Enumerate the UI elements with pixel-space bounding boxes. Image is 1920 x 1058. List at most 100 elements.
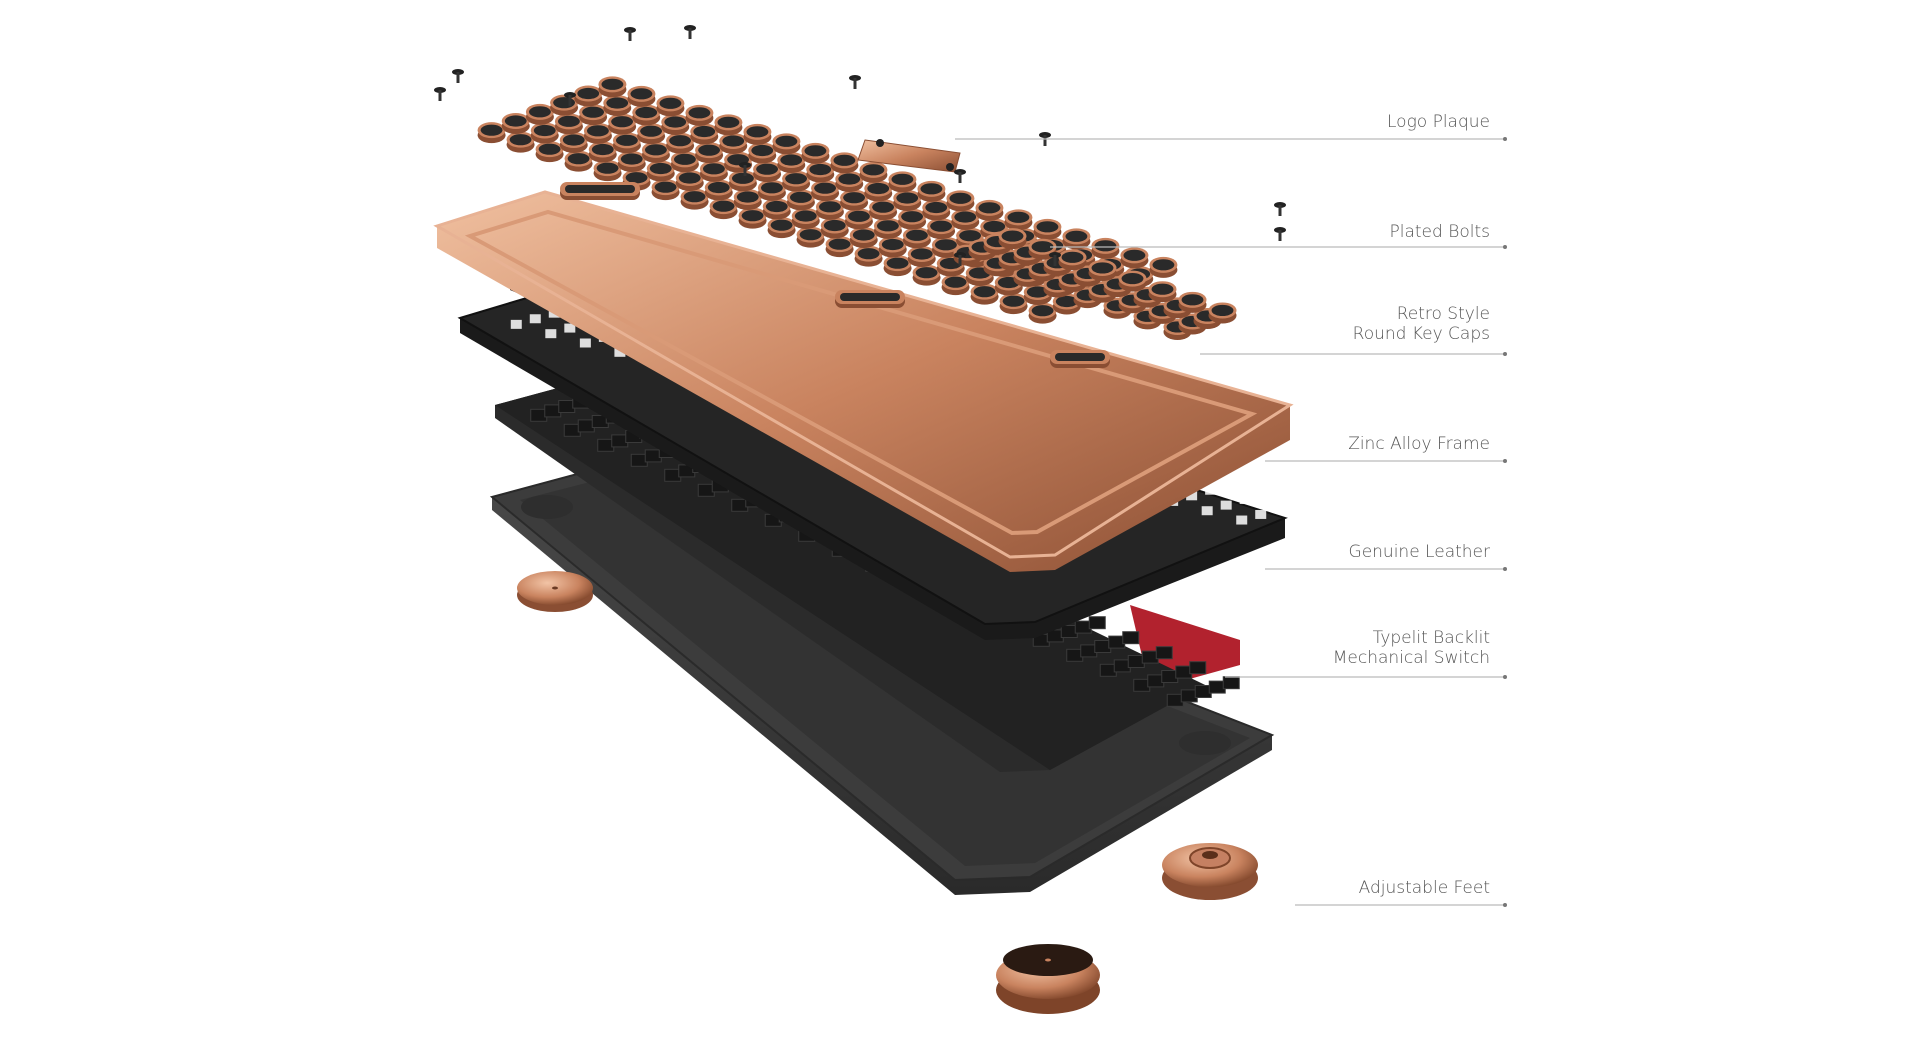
leather-hole: [564, 323, 576, 333]
keycap: [661, 114, 690, 135]
keycap: [1052, 293, 1081, 315]
keycap: [579, 104, 608, 126]
keycap: [825, 236, 854, 258]
keycap: [598, 76, 627, 98]
bolt: [1274, 227, 1286, 241]
keycap: [917, 180, 946, 202]
keycap: [786, 189, 815, 211]
keycap: [767, 217, 796, 239]
keycap: [840, 189, 869, 211]
keycap: [608, 113, 637, 135]
keycap: [666, 132, 695, 154]
keycap: [748, 142, 777, 164]
keycap: [956, 227, 985, 249]
keycap: [820, 217, 849, 239]
bolt: [954, 252, 966, 266]
keycap: [627, 85, 656, 107]
leather-hole: [1274, 504, 1286, 514]
keycap: [801, 142, 830, 164]
bolt: [624, 27, 636, 41]
keycap: [477, 122, 506, 144]
keycap: [574, 85, 603, 107]
keycap: [724, 151, 753, 173]
keycap: [772, 133, 801, 155]
plate-hole: [1312, 442, 1330, 453]
plate-hole: [1299, 428, 1316, 439]
keycap: [550, 94, 579, 116]
leather-hole: [545, 329, 557, 339]
keycap: [907, 246, 936, 267]
bolt: [434, 87, 446, 101]
keycap: [849, 227, 878, 248]
switch: [1155, 646, 1173, 660]
keycap: [1088, 259, 1117, 281]
leather-hole: [1239, 495, 1251, 505]
keycap: [738, 207, 767, 229]
retro-style-round-key-caps-line-1: Retro Style: [1396, 304, 1490, 324]
keycap: [757, 179, 786, 201]
leather-hole: [1258, 489, 1270, 499]
plated-bolts-line-1: Plated Bolts: [1389, 222, 1491, 242]
keycap: [777, 152, 806, 173]
keycap: [951, 209, 980, 230]
keycap: [612, 132, 641, 154]
label-zinc-alloy-frame: Zinc Alloy Frame: [1348, 434, 1490, 454]
leather-hole: [1236, 515, 1248, 525]
bolt: [1049, 252, 1061, 266]
keycap: [806, 161, 835, 183]
bolt: [849, 75, 861, 89]
bolt: [739, 162, 751, 176]
keycap: [864, 180, 893, 202]
keycap: [743, 123, 772, 145]
keycap: [617, 151, 646, 172]
keycap: [946, 190, 975, 212]
leather-hole: [1277, 483, 1289, 493]
leather-hole: [1201, 506, 1213, 516]
keycap: [873, 217, 902, 239]
keycap: [1149, 256, 1178, 278]
leather-hole: [1243, 474, 1255, 484]
leather-hole: [1220, 500, 1232, 510]
leather-hole: [579, 338, 591, 348]
keycap-long: [835, 290, 905, 308]
keycap: [646, 160, 675, 182]
leader-lines: [955, 138, 1505, 906]
keycap: [811, 180, 840, 202]
keycap: [922, 199, 951, 221]
adjustable-feet-line-1: Adjustable Feet: [1358, 878, 1490, 898]
keycap: [525, 103, 554, 125]
keycap: [844, 208, 873, 230]
keycap: [1120, 247, 1149, 269]
keycap: [501, 113, 530, 134]
bolt: [452, 69, 464, 83]
keycap: [680, 188, 709, 210]
bolts-group: [434, 25, 1286, 266]
plate-hole: [1292, 448, 1310, 459]
keycap: [815, 198, 844, 220]
keycap: [888, 171, 917, 193]
keycap: [719, 133, 748, 154]
keycap: [762, 198, 791, 220]
keycap: [593, 160, 622, 182]
bolt: [954, 169, 966, 183]
keycap: [641, 141, 670, 163]
bolt: [684, 25, 696, 39]
leader-dots: [1503, 137, 1507, 907]
keycap: [859, 161, 888, 183]
keycap: [998, 228, 1027, 250]
bolt: [564, 92, 576, 106]
keycap: [999, 293, 1028, 315]
zinc-alloy-frame-part: [433, 190, 1294, 572]
keycap: [1208, 302, 1237, 324]
keycap: [695, 142, 724, 164]
keycap: [902, 227, 931, 249]
keycap: [854, 245, 883, 267]
typelit-backlit-mechanical-switch-line-2: Mechanical Switch: [1332, 648, 1490, 668]
keycap: [1148, 281, 1177, 303]
leather-hole: [1205, 485, 1217, 495]
keycap: [898, 208, 927, 230]
leather-hole: [510, 319, 522, 329]
